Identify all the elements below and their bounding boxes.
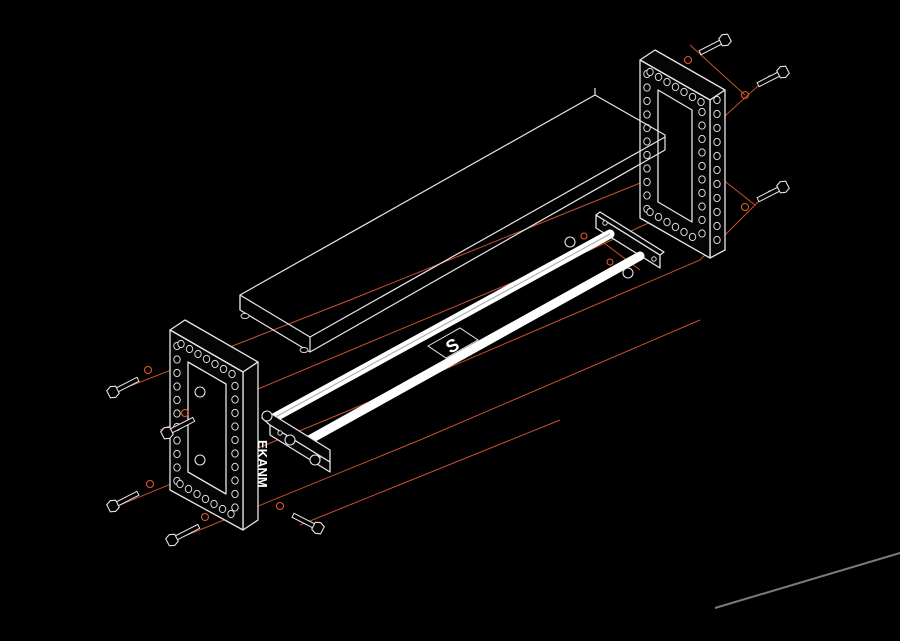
frame-hole: [713, 207, 721, 217]
bolt: [291, 512, 325, 535]
frame-hole: [231, 395, 239, 404]
frame-hole: [713, 151, 721, 161]
frame-hole: [211, 359, 219, 369]
frame-hole: [173, 395, 181, 405]
frame-hole: [698, 202, 706, 211]
frame-hole: [680, 227, 688, 237]
bolt: [756, 180, 790, 203]
frame-hole: [713, 193, 721, 203]
frame-hole: [713, 123, 721, 133]
frame-hole: [228, 369, 236, 379]
frame-hole: [173, 449, 181, 459]
frame-hole: [643, 96, 651, 106]
frame-hole: [173, 355, 181, 364]
frame-hole: [210, 499, 218, 509]
frame-hole: [688, 92, 697, 102]
frame-hole: [201, 494, 210, 504]
frame-hole: [173, 463, 181, 472]
frame-hole: [643, 110, 651, 119]
frame-hole: [671, 222, 680, 232]
nuts-and-washers: [143, 55, 750, 522]
frame-hole: [194, 349, 202, 359]
frame-hole: [643, 191, 651, 200]
frame-hole: [698, 229, 706, 238]
frame-hole: [231, 489, 239, 499]
frame-hole: [697, 97, 705, 107]
frame-hole: [231, 449, 239, 458]
frame-hole: [698, 148, 706, 157]
frame-hole: [713, 109, 721, 119]
shelf-plate: [239, 88, 666, 353]
frame-hole: [173, 382, 181, 391]
frame-hole: [231, 503, 239, 512]
frame-hole: [177, 339, 185, 349]
frame-hole: [698, 175, 706, 184]
frame-hole: [231, 381, 239, 391]
frame-hole: [643, 137, 651, 146]
frame-hole: [184, 484, 193, 494]
left-frame-brand: EKANM: [255, 440, 270, 488]
frame-hole: [713, 165, 721, 175]
frame-hole: [643, 83, 651, 92]
frame-hole: [193, 489, 201, 499]
frame-hole: [663, 77, 671, 87]
bolt: [160, 416, 196, 440]
frame-hole: [698, 121, 706, 130]
bolt: [698, 33, 732, 56]
frame-hole: [698, 161, 706, 171]
frame-hole: [218, 504, 227, 514]
rod-center-badge: S: [427, 327, 479, 359]
frame-hole: [663, 217, 671, 227]
rods: [265, 229, 645, 450]
bolt: [106, 490, 140, 513]
frame-hole: [643, 177, 651, 187]
frame-hole: [713, 235, 721, 245]
bolts: [106, 33, 790, 547]
frame-hole: [202, 354, 211, 364]
frame-hole: [713, 137, 721, 147]
bolt: [106, 376, 140, 399]
frame-hole: [671, 82, 680, 92]
bolt: [165, 523, 201, 547]
frame-hole: [698, 107, 706, 117]
frame-hole: [173, 368, 181, 378]
bolt: [756, 65, 790, 88]
frame-hole: [173, 436, 181, 445]
frame-hole: [680, 87, 688, 97]
frame-hole: [654, 212, 663, 222]
frame-hole: [643, 150, 651, 160]
frame-hole: [646, 207, 654, 217]
frame-hole: [231, 408, 239, 418]
frame-hole: [713, 179, 721, 189]
frame-hole: [219, 364, 228, 374]
right-frame: [639, 49, 726, 259]
frame-hole: [231, 462, 239, 472]
frame-hole: [227, 509, 235, 519]
frame-hole: [176, 479, 184, 489]
frame-hole: [698, 134, 706, 144]
frame-hole: [231, 422, 239, 431]
frame-hole: [231, 476, 239, 485]
frame-hole: [654, 72, 663, 82]
frame-hole: [185, 344, 194, 354]
frame-hole: [231, 435, 239, 445]
frame-hole: [698, 215, 706, 225]
frame-hole: [698, 188, 706, 198]
frame-hole: [173, 409, 181, 418]
floor-edge: [714, 552, 900, 609]
frame-hole: [643, 164, 651, 173]
frame-hole: [713, 221, 721, 231]
frame-hole: [713, 95, 721, 105]
frame-hole: [646, 67, 654, 77]
frame-hole: [688, 232, 697, 242]
